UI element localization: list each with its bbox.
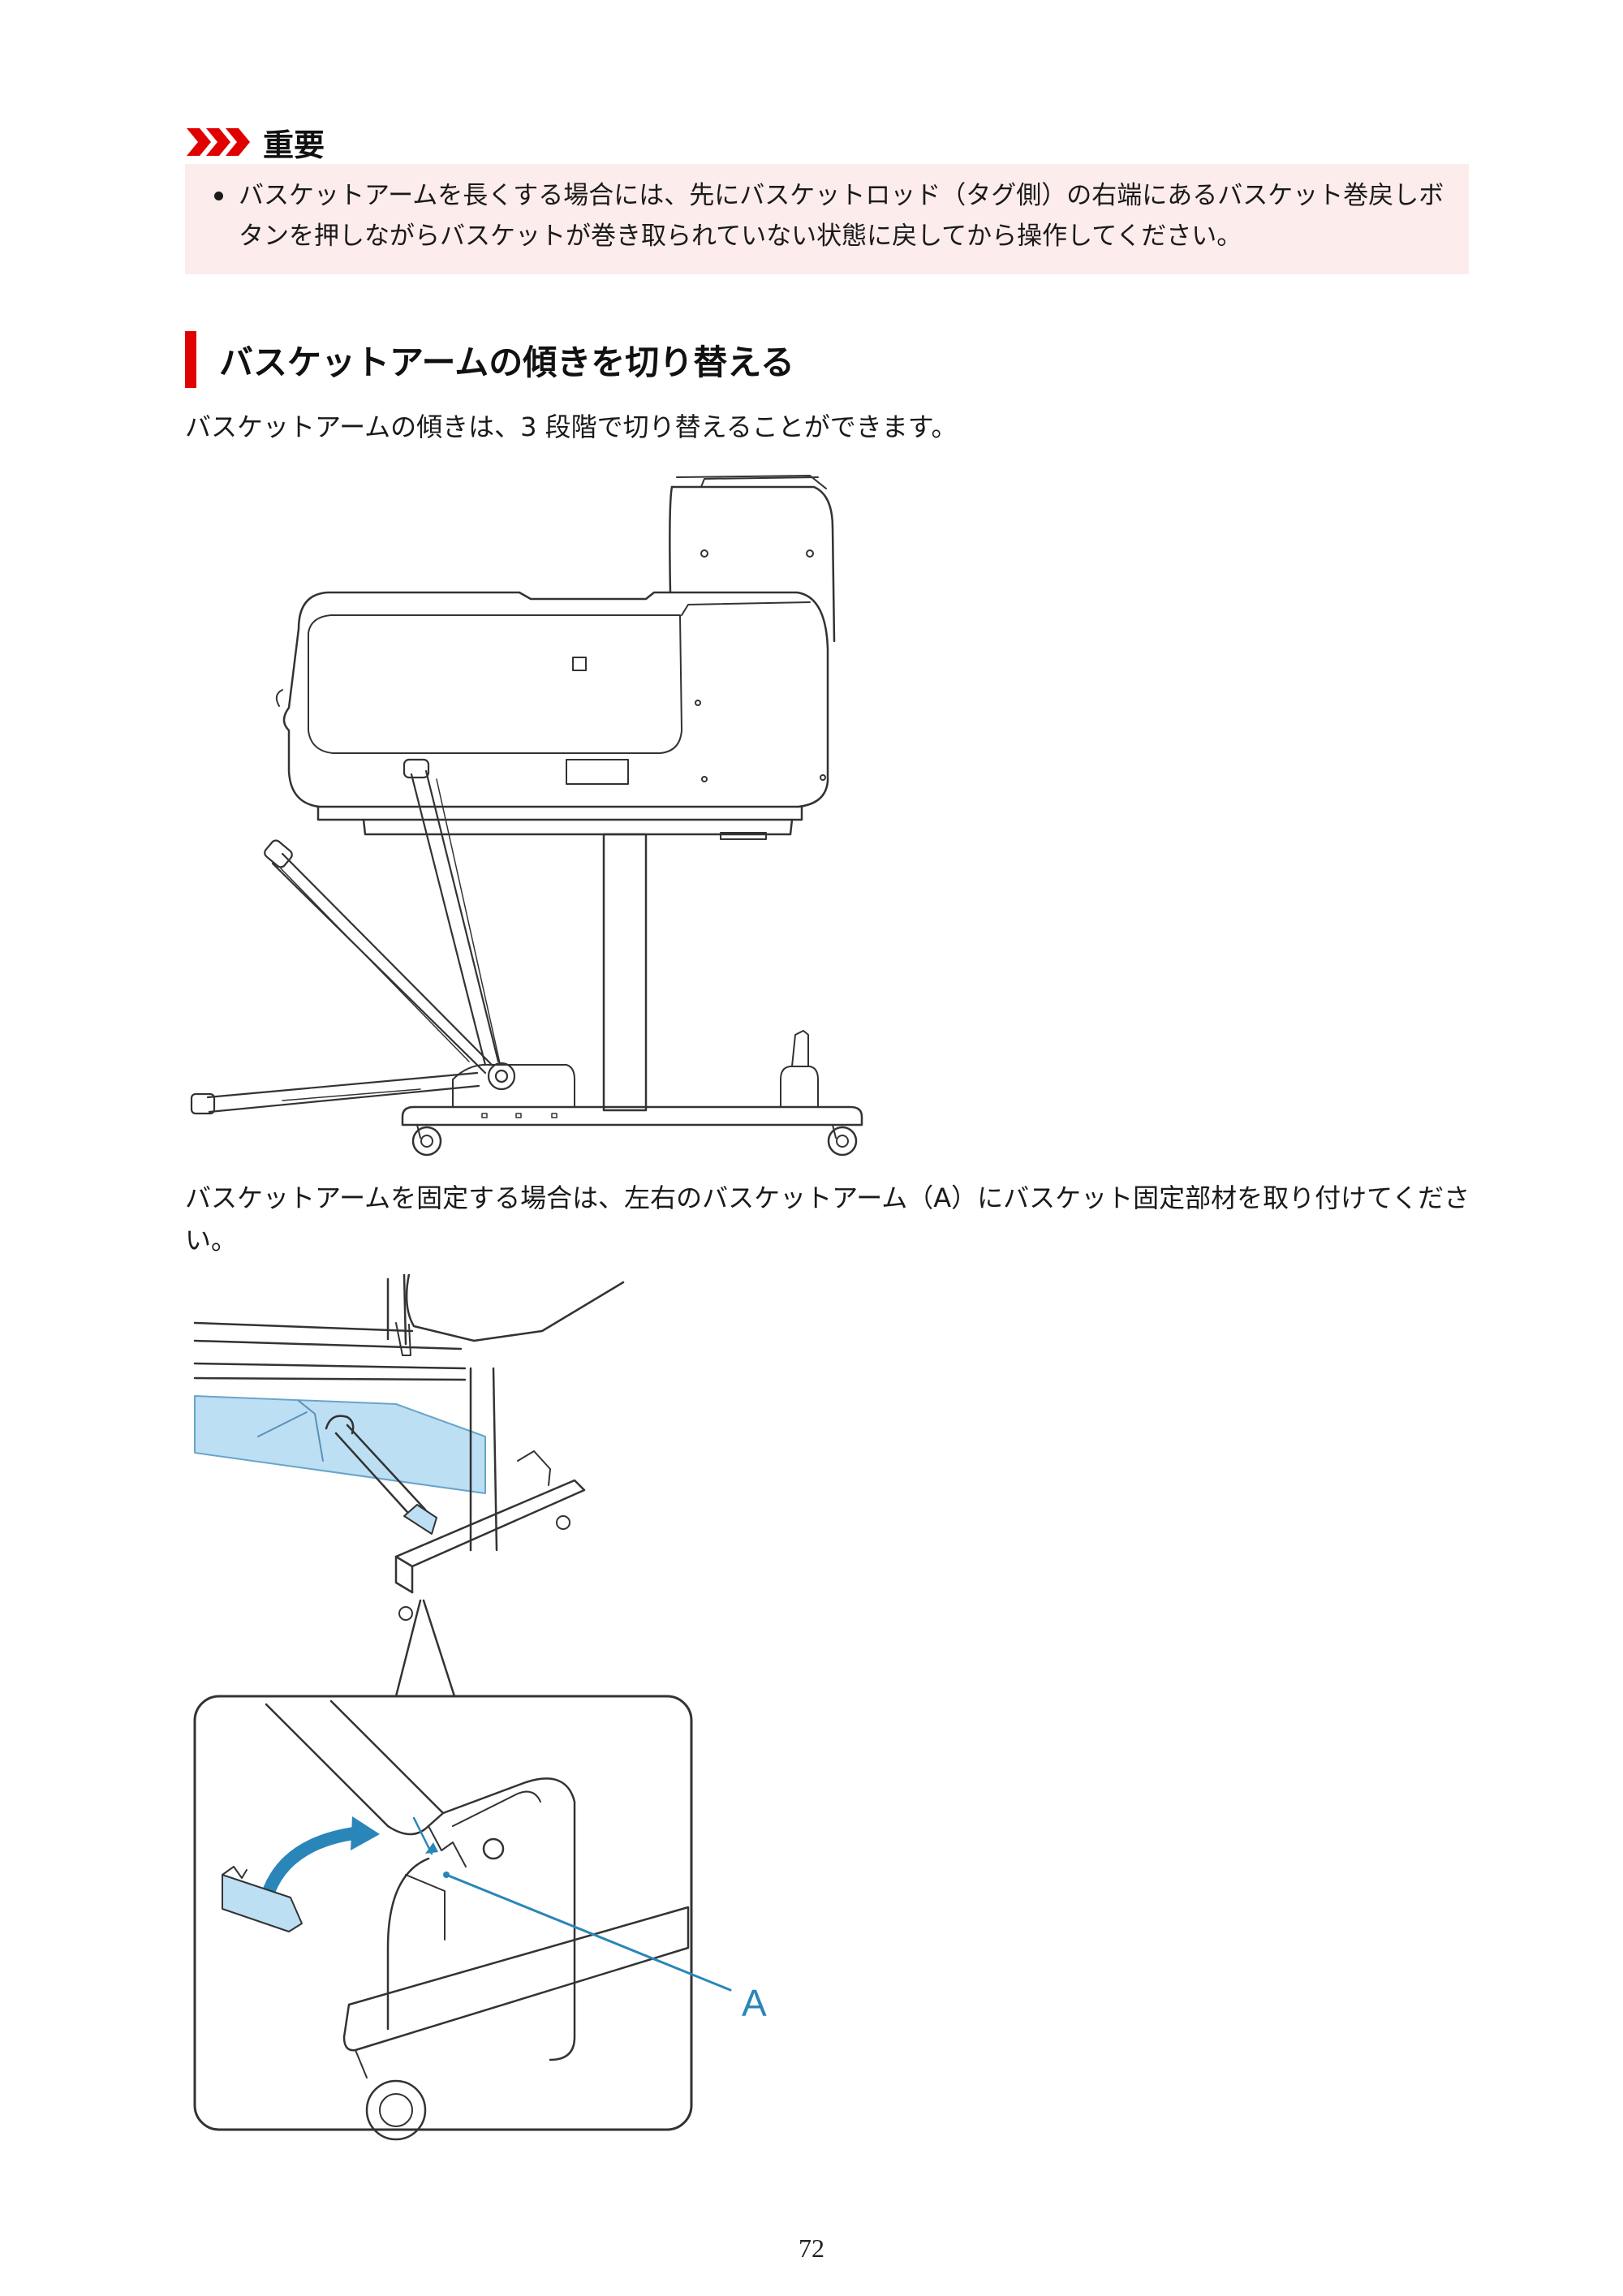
intro-paragraph: バスケットアームの傾きは、3 段階で切り替えることができます。 — [185, 411, 958, 442]
important-note: バスケットアームを長くする場合には、先にバスケットロッド（タグ側）の右端にあるバ… — [185, 164, 1469, 274]
basket-arm-angles-illustration — [185, 463, 899, 1164]
basket-fixing-member-illustration: A — [185, 1273, 802, 2146]
section-heading-bar — [185, 331, 196, 388]
section-title: バスケットアームの傾きを切り替える — [219, 342, 794, 382]
fixing-instruction-paragraph: バスケットアームを固定する場合は、左右のバスケットアーム（A）にバスケット固定部… — [185, 1182, 1470, 1256]
callout-label-a: A — [742, 1982, 767, 2024]
important-item: バスケットアームを長くする場合には、先にバスケットロッド（タグ側）の右端にあるバ… — [211, 175, 1457, 256]
important-heading: 重要 — [187, 122, 325, 163]
important-title: 重要 — [263, 127, 325, 163]
important-list: バスケットアームを長くする場合には、先にバスケットロッド（タグ側）の右端にあるバ… — [211, 175, 1457, 256]
page-number: 72 — [799, 2234, 824, 2263]
important-chevron-icon — [187, 128, 252, 156]
section-heading: バスケットアームの傾きを切り替える — [185, 331, 794, 388]
